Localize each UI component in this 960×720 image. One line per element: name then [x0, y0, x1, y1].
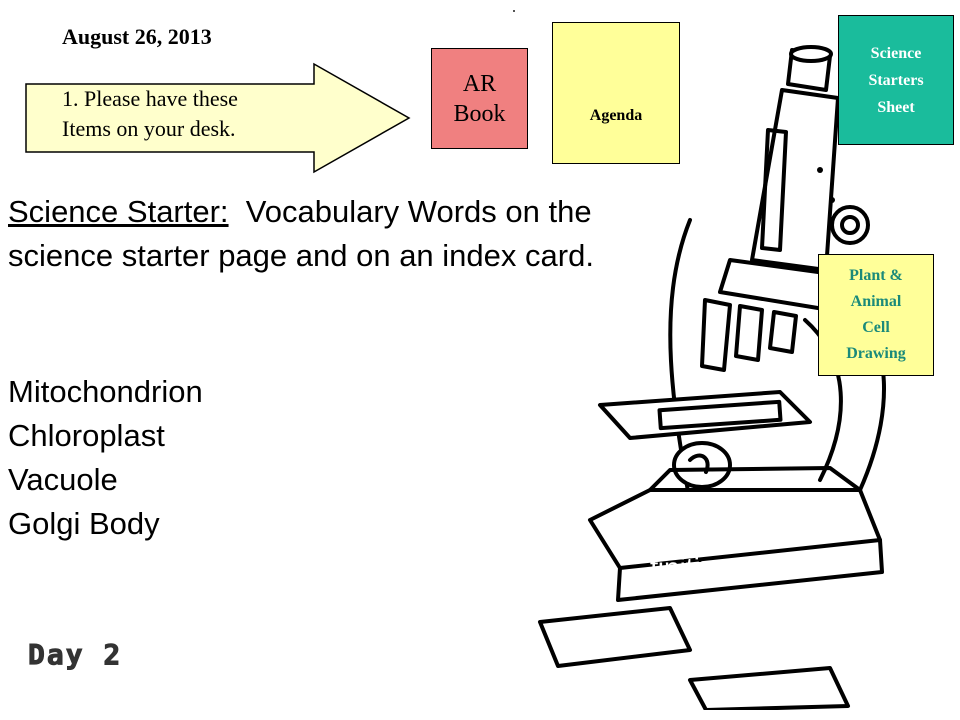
tiny-dot [513, 10, 515, 12]
science-starters-line3: Sheet [877, 98, 915, 116]
cell-drawing-line1: Plant & [849, 267, 903, 284]
ar-book-line1: AR [462, 70, 497, 97]
science-starters-line2: Starters [868, 71, 924, 89]
day-label: Day 2 [27, 638, 123, 672]
science-starter-label: Science Starter: [8, 194, 229, 229]
right-arrow-shape [25, 62, 411, 174]
science-starters-sheet-box: Science Starters Sheet [838, 15, 954, 145]
ar-book-line2: Book [453, 100, 506, 127]
ar-book-box: AR Book [431, 48, 528, 149]
science-starter-text: Vocabulary Words on the science starter … [8, 194, 594, 273]
arrow-instruction-line1: 1. Please have these [62, 86, 238, 111]
agenda-box: Agenda [552, 22, 680, 164]
vocabulary-word: Vacuole [8, 462, 118, 497]
hidden-white-text: finitions to [650, 552, 777, 583]
cell-drawing-line3: Cell [862, 319, 890, 336]
slide-date: August 26, 2013 [62, 24, 212, 49]
vocabulary-list: Mitochondrion Chloroplast Vacuole Golgi … [8, 370, 203, 546]
vocabulary-word: Golgi Body [8, 506, 160, 541]
agenda-label: Agenda [589, 107, 643, 124]
cell-drawing-line4: Drawing [846, 345, 906, 362]
science-starters-line1: Science [870, 44, 922, 62]
arrow-instruction-line2: Items on your desk. [62, 116, 236, 141]
vocabulary-word: Chloroplast [8, 418, 165, 453]
cell-drawing-box: Plant & Animal Cell Drawing [818, 254, 934, 376]
science-starter-paragraph: Science Starter: Vocabulary Words on the… [8, 190, 668, 278]
arrow-instruction: 1. Please have these Items on your desk. [62, 84, 238, 144]
vocabulary-word: Mitochondrion [8, 374, 203, 409]
cell-drawing-line2: Animal [850, 293, 902, 310]
microscope-illustration [538, 45, 886, 710]
